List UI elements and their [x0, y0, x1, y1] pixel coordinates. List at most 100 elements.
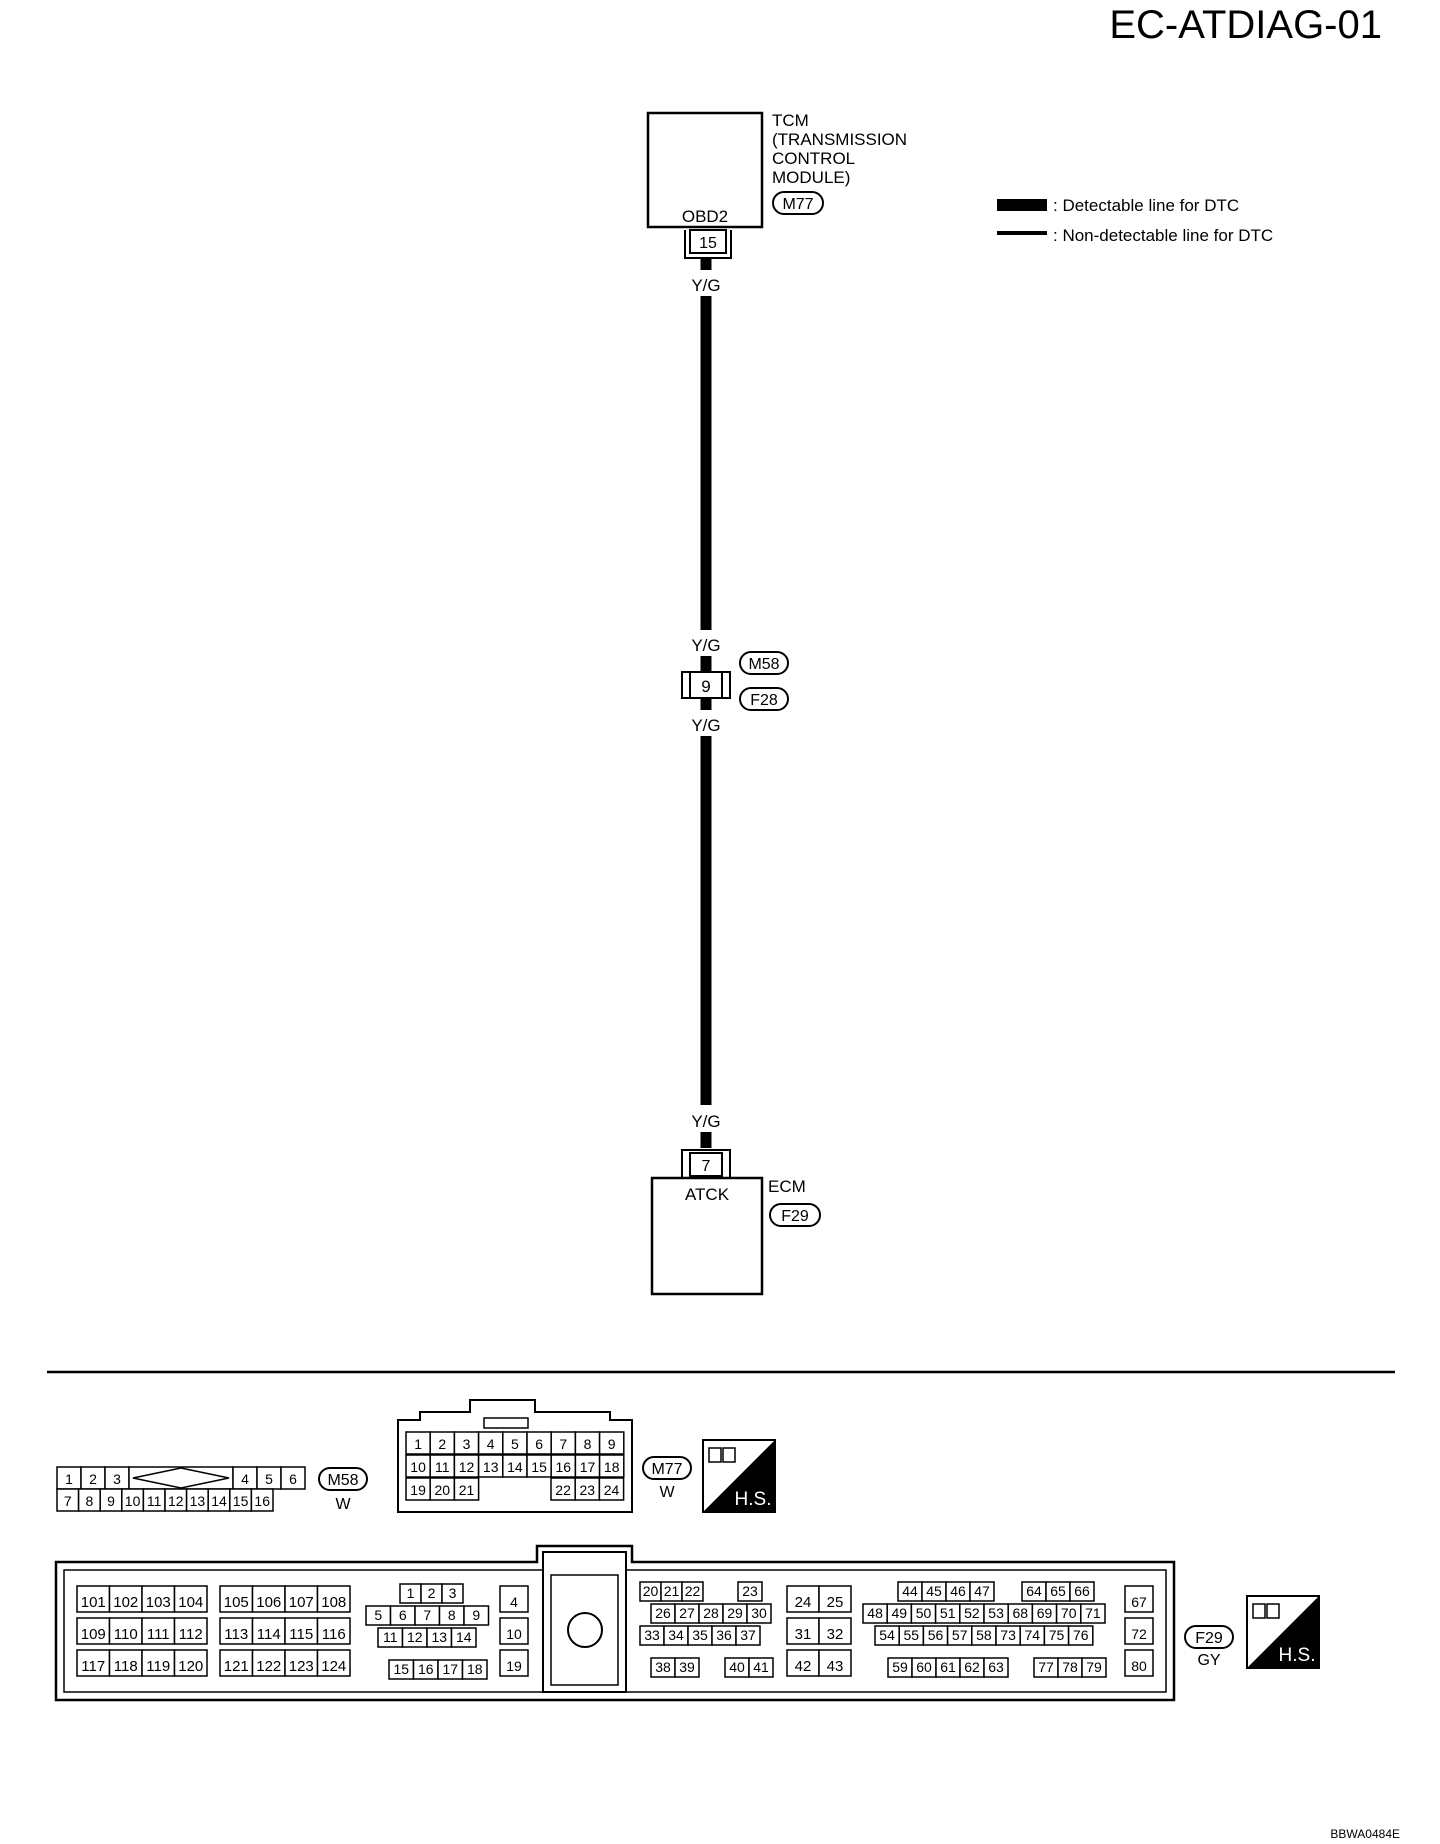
connector-color: W: [659, 1484, 675, 1501]
terminal-number: 38: [655, 1659, 671, 1675]
terminal-number: 37: [740, 1627, 756, 1643]
terminal-number: 34: [668, 1627, 684, 1643]
terminal-number: 56: [928, 1627, 944, 1643]
terminal-number: 16: [418, 1661, 434, 1677]
tcm-title-line: MODULE): [772, 168, 850, 187]
terminal-number: 52: [964, 1605, 980, 1621]
tcm-connector-badge: M77: [772, 191, 824, 215]
terminal-cell: [108, 1585, 143, 1613]
terminal-number: 12: [459, 1459, 475, 1475]
terminal-cell: [463, 1605, 490, 1626]
terminal-number: 40: [729, 1659, 745, 1675]
ecm-pin: 7: [702, 1158, 711, 1175]
terminal-number: 5: [511, 1436, 519, 1452]
terminal-number: 1: [414, 1436, 422, 1452]
wire-color-label: Y/G: [691, 276, 720, 295]
terminal-number: 77: [1038, 1659, 1054, 1675]
terminal-number: 19: [410, 1482, 426, 1498]
terminal-number: 106: [256, 1594, 281, 1611]
tcm-box: [646, 111, 764, 229]
terminal-cell: [441, 1583, 464, 1604]
terminal-number: 21: [664, 1583, 680, 1599]
page-id: EC-ATDIAG-01: [1109, 3, 1382, 47]
terminal-number: 12: [407, 1629, 423, 1645]
tcm-connector-id: M77: [782, 196, 813, 213]
terminal-number: 67: [1131, 1594, 1147, 1610]
terminal-number: 118: [114, 1658, 138, 1675]
terminal-number: 9: [472, 1607, 480, 1623]
figure-ref-code: BBWA0484E: [1330, 1827, 1400, 1841]
ecm-box: [650, 1176, 764, 1296]
terminal-cell: [250, 1488, 274, 1512]
terminal-number: 101: [81, 1594, 106, 1611]
terminal-number: 24: [795, 1594, 812, 1611]
terminal-number: 32: [827, 1626, 844, 1643]
terminal-number: 61: [940, 1659, 956, 1675]
terminal-number: 2: [438, 1436, 446, 1452]
connector-id-label: F29: [1195, 1630, 1223, 1647]
terminal-number: 116: [322, 1626, 346, 1643]
terminal-number: 35: [692, 1627, 708, 1643]
terminal-number: 123: [289, 1658, 314, 1675]
terminal-cell: [818, 1585, 852, 1613]
terminal-cell: [108, 1617, 143, 1645]
terminal-number: 73: [1000, 1627, 1016, 1643]
terminal-cell: [786, 1585, 820, 1613]
terminal-cell: [173, 1585, 208, 1613]
terminal-number: 78: [1062, 1659, 1078, 1675]
terminal-number: 13: [190, 1493, 206, 1509]
terminal-number: 20: [435, 1482, 451, 1498]
terminal-number: 70: [1061, 1605, 1077, 1621]
terminal-cell: [681, 1581, 704, 1602]
terminal-number: 108: [321, 1594, 346, 1611]
terminal-number: 124: [321, 1658, 346, 1675]
connector-housing: [54, 1544, 1176, 1702]
terminal-cell: [598, 1454, 625, 1478]
terminal-number: 13: [431, 1629, 447, 1645]
terminal-number: 46: [950, 1583, 966, 1599]
terminal-number: 20: [643, 1583, 659, 1599]
terminal-number: 4: [487, 1436, 495, 1452]
terminal-number: 22: [685, 1583, 701, 1599]
terminal-number: 23: [580, 1482, 596, 1498]
tcm-title-line: CONTROL: [772, 149, 855, 168]
terminal-number: 72: [1131, 1626, 1147, 1642]
terminal-cell: [141, 1585, 176, 1613]
tcm-title-line: TCM: [772, 111, 809, 130]
terminal-cell: [737, 1581, 763, 1602]
terminal-number: 29: [727, 1605, 743, 1621]
terminal-number: 6: [535, 1436, 543, 1452]
terminal-cell: [280, 1466, 306, 1490]
terminal-number: 69: [1037, 1605, 1053, 1621]
terminal-number: 8: [448, 1607, 456, 1623]
terminal-cell: [1081, 1657, 1107, 1678]
terminal-number: 57: [952, 1627, 968, 1643]
terminal-cell: [316, 1649, 351, 1677]
terminal-number: 79: [1086, 1659, 1102, 1675]
hs-diagonal-fill: [1247, 1596, 1319, 1668]
harness-side-icon: H.S.: [702, 1439, 776, 1513]
terminal-cell: [786, 1617, 820, 1645]
terminal-number: 16: [556, 1459, 572, 1475]
terminal-number: 113: [224, 1626, 248, 1643]
terminal-number: 21: [459, 1482, 475, 1498]
terminal-number: 18: [467, 1661, 483, 1677]
locking-tab: [483, 1417, 529, 1429]
terminal-cell: [598, 1477, 625, 1501]
terminal-number: 9: [107, 1493, 115, 1509]
terminal-number: 14: [211, 1493, 227, 1509]
legend: : Detectable line for DTC : Non-detectab…: [997, 196, 1273, 245]
terminal-number: 9: [608, 1436, 616, 1452]
terminal-number: 1: [65, 1471, 73, 1487]
terminal-number: 10: [125, 1493, 141, 1509]
ecm-connector-id: F29: [781, 1208, 809, 1225]
terminal-number: 114: [257, 1626, 281, 1643]
terminal-cell: [786, 1649, 820, 1677]
wire-color-label: Y/G: [691, 1112, 720, 1131]
terminal-number: 115: [289, 1626, 313, 1643]
terminal-number: 122: [256, 1658, 281, 1675]
terminal-number: 27: [679, 1605, 695, 1621]
terminal-cell: [598, 1431, 625, 1455]
terminal-number: 45: [926, 1583, 942, 1599]
